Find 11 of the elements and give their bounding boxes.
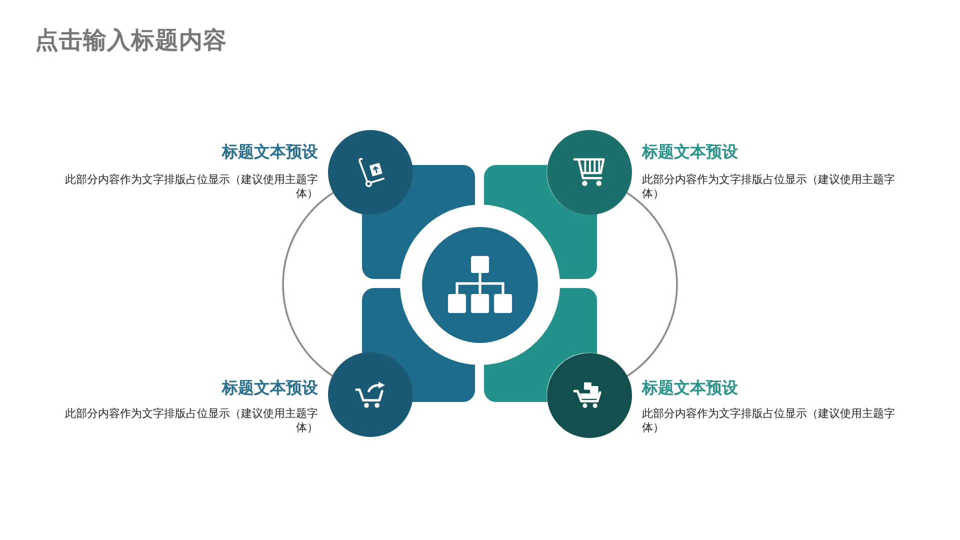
slide-title: 点击输入标题内容: [35, 26, 227, 54]
description-text: 此部分内容作为文字排版占位显示（建议使用主题字体）: [64, 407, 318, 435]
connector-arc: [626, 192, 678, 377]
description-text: 此部分内容作为文字排版占位显示（建议使用主题字体）: [642, 407, 896, 435]
item-heading: 标题文本预设: [642, 142, 738, 162]
description-text: 此部分内容作为文字排版占位显示（建议使用主题字体）: [64, 173, 318, 201]
connector-arc: [282, 192, 334, 376]
item-heading: 标题文本预设: [222, 378, 318, 398]
item-heading: 标题文本预设: [222, 142, 318, 162]
description-text: 此部分内容作为文字排版占位显示（建议使用主题字体）: [642, 173, 896, 201]
item-heading: 标题文本预设: [642, 378, 738, 398]
